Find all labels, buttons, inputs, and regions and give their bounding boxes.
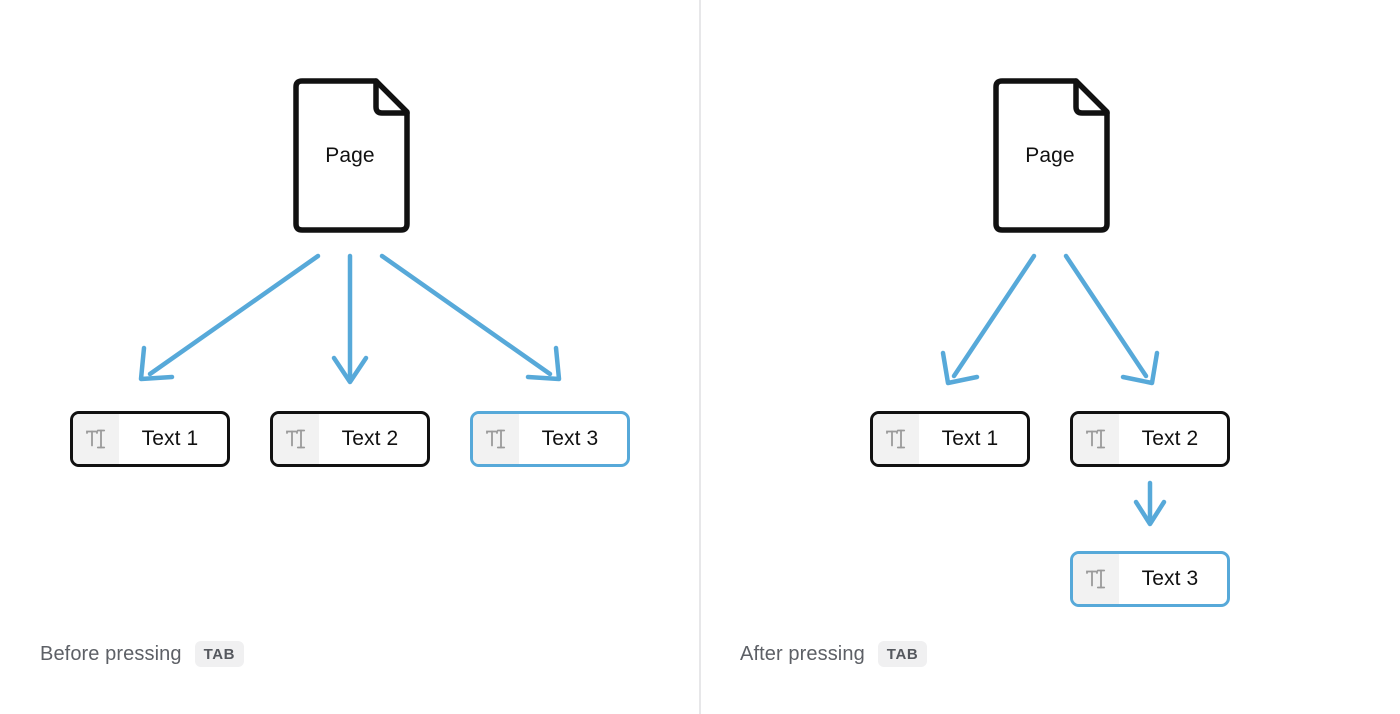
textbox-node-text1-before[interactable]: Text 1 [70, 411, 230, 467]
text-cursor-icon [73, 414, 119, 464]
panel-divider [699, 0, 701, 714]
tab-key-badge: TAB [877, 641, 928, 667]
page-node-label: Page [325, 143, 375, 167]
caption-text: Before pressing [40, 642, 182, 665]
text-cursor-icon [273, 414, 319, 464]
textbox-node-text3-before[interactable]: Text 3 [470, 411, 630, 467]
arrow-page-to-text1 [138, 253, 321, 382]
text-cursor-icon [473, 414, 519, 464]
textbox-node-label: Text 2 [1141, 427, 1199, 450]
caption-after: After pressing TAB [740, 641, 928, 667]
caption-text: After pressing [740, 642, 865, 665]
text-cursor-icon [1073, 414, 1119, 464]
textbox-node-text2-after[interactable]: Text 2 [1070, 411, 1230, 467]
text-cursor-icon [1073, 554, 1119, 604]
textbox-node-label: Text 3 [541, 427, 599, 450]
arrow-page-to-text2 [1063, 253, 1160, 386]
textbox-node-label: Text 1 [941, 427, 999, 450]
panel-after-tab: Page Text 1 [700, 0, 1400, 714]
arrow-page-to-text1 [940, 253, 1037, 386]
page-document-icon [993, 78, 1110, 233]
text-cursor-icon [873, 414, 919, 464]
page-document-icon [293, 78, 410, 233]
page-node-label: Page [1025, 143, 1075, 167]
textbox-node-text3-after[interactable]: Text 3 [1070, 551, 1230, 607]
page-node-before[interactable]: Page [290, 78, 410, 233]
textbox-node-text1-after[interactable]: Text 1 [870, 411, 1030, 467]
caption-before: Before pressing TAB [40, 641, 245, 667]
tab-key-badge: TAB [194, 641, 245, 667]
arrow-page-to-text3 [379, 253, 562, 382]
textbox-node-label: Text 1 [141, 427, 199, 450]
page-node-after[interactable]: Page [990, 78, 1110, 233]
panel-before-tab: Page Text 1 [40, 78, 630, 667]
textbox-node-label: Text 2 [341, 427, 399, 450]
textbox-node-text2-before[interactable]: Text 2 [270, 411, 430, 467]
textbox-node-label: Text 3 [1141, 567, 1199, 590]
arrow-page-to-text2 [331, 253, 369, 385]
arrow-text2-to-text3 [1133, 480, 1167, 527]
